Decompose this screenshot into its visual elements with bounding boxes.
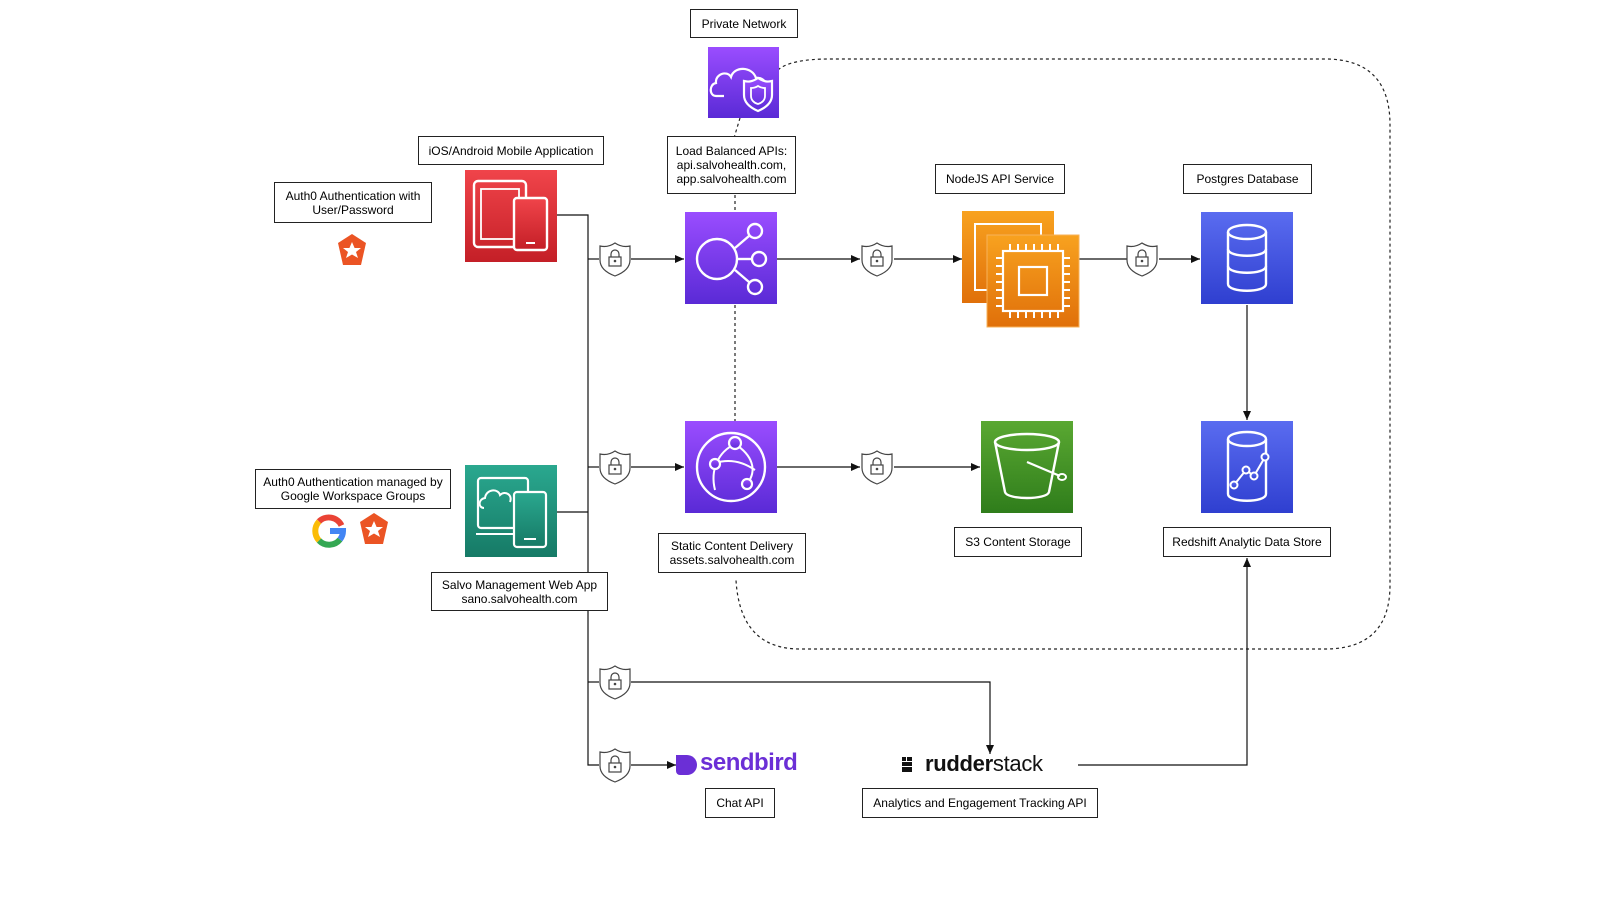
auth0-password-label: Auth0 Authentication with User/Password bbox=[274, 182, 432, 223]
redshift-icon bbox=[1201, 421, 1293, 513]
static-content-label: Static Content Delivery assets.salvoheal… bbox=[658, 533, 806, 573]
database-icon bbox=[1201, 212, 1293, 304]
auth0-logo bbox=[338, 234, 366, 265]
redshift-label: Redshift Analytic Data Store bbox=[1163, 527, 1331, 557]
load-balancer-icon bbox=[685, 212, 777, 304]
lock-shield-icon bbox=[861, 450, 893, 485]
postgres-label: Postgres Database bbox=[1183, 164, 1312, 194]
web-app-icon bbox=[465, 465, 557, 557]
mobile-devices-icon bbox=[465, 170, 557, 262]
rudderstack-wordmark-bold: rudder bbox=[925, 751, 993, 776]
nodejs-api-label: NodeJS API Service bbox=[935, 164, 1065, 194]
private-network-boundary bbox=[733, 58, 1391, 650]
cloud-shield-icon bbox=[708, 47, 779, 118]
rudderstack-wordmark-light: stack bbox=[992, 751, 1043, 776]
connectors bbox=[557, 214, 1251, 769]
cpu-chip-icon bbox=[962, 211, 1080, 328]
load-balanced-apis-label: Load Balanced APIs: api.salvohealth.com,… bbox=[667, 136, 796, 194]
rudderstack-logo-icon bbox=[902, 757, 912, 772]
chat-api-label: Chat API bbox=[705, 788, 775, 818]
lock-shield-icon bbox=[1126, 242, 1158, 277]
auth0-google-label: Auth0 Authentication managed by Google W… bbox=[255, 469, 451, 509]
s3-bucket-icon bbox=[981, 421, 1073, 513]
google-logo bbox=[312, 514, 347, 548]
private-network-label: Private Network bbox=[690, 9, 798, 38]
cloudfront-icon bbox=[685, 421, 777, 513]
lock-shield-icon bbox=[861, 242, 893, 277]
lock-shield-icon bbox=[599, 748, 631, 783]
auth0-logo bbox=[360, 513, 388, 544]
lock-shield-icon bbox=[599, 450, 631, 485]
web-app-label: Salvo Management Web App sano.salvohealt… bbox=[431, 572, 608, 611]
s3-storage-label: S3 Content Storage bbox=[954, 527, 1082, 557]
mobile-app-label: iOS/Android Mobile Application bbox=[418, 136, 604, 165]
sendbird-wordmark: sendbird bbox=[700, 749, 798, 776]
sendbird-logo-icon bbox=[676, 755, 697, 775]
analytics-api-label: Analytics and Engagement Tracking API bbox=[862, 788, 1098, 818]
lock-shield-icon bbox=[599, 665, 631, 700]
lock-shield-icon bbox=[599, 242, 631, 277]
rudderstack-wordmark: rudderstack bbox=[925, 751, 1043, 777]
